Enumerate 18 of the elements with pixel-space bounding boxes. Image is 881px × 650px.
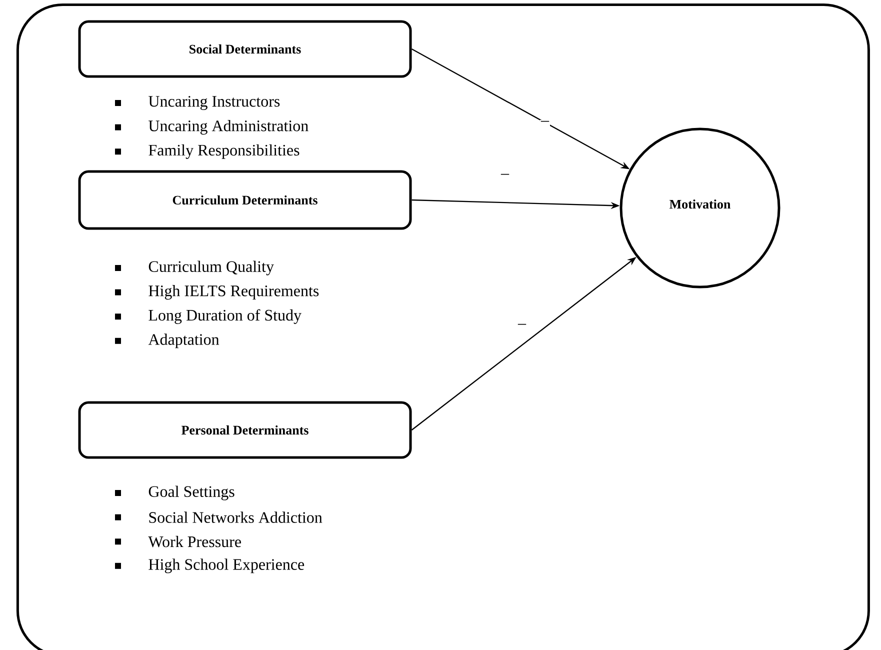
bullet-item: Family Responsibilities bbox=[115, 144, 300, 159]
bullet-item: Social Networks Addiction bbox=[115, 512, 322, 523]
determinant-box: Social Determinants bbox=[78, 20, 412, 78]
bullet-item: Adaptation bbox=[115, 334, 220, 348]
edge-label: – bbox=[500, 172, 510, 180]
bullet-item: High IELTS Requirements bbox=[115, 285, 319, 300]
frame bbox=[16, 3, 870, 650]
bullet-item: High School Experience bbox=[115, 558, 304, 574]
bullet-item: Work Pressure bbox=[115, 536, 241, 548]
bullet-item: Uncaring Administration bbox=[115, 120, 308, 135]
bullet-item: Uncaring Instructors bbox=[115, 96, 280, 110]
edge-label: – bbox=[540, 120, 550, 126]
determinant-box: Personal Determinants bbox=[78, 401, 412, 459]
determinant-box: Curriculum Determinants bbox=[78, 170, 412, 230]
bullet-item: Goal Settings bbox=[115, 486, 234, 500]
edge-label: – bbox=[517, 322, 527, 330]
bullet-item: Long Duration of Study bbox=[115, 309, 302, 324]
bullet-item: Curriculum Quality bbox=[115, 260, 274, 276]
